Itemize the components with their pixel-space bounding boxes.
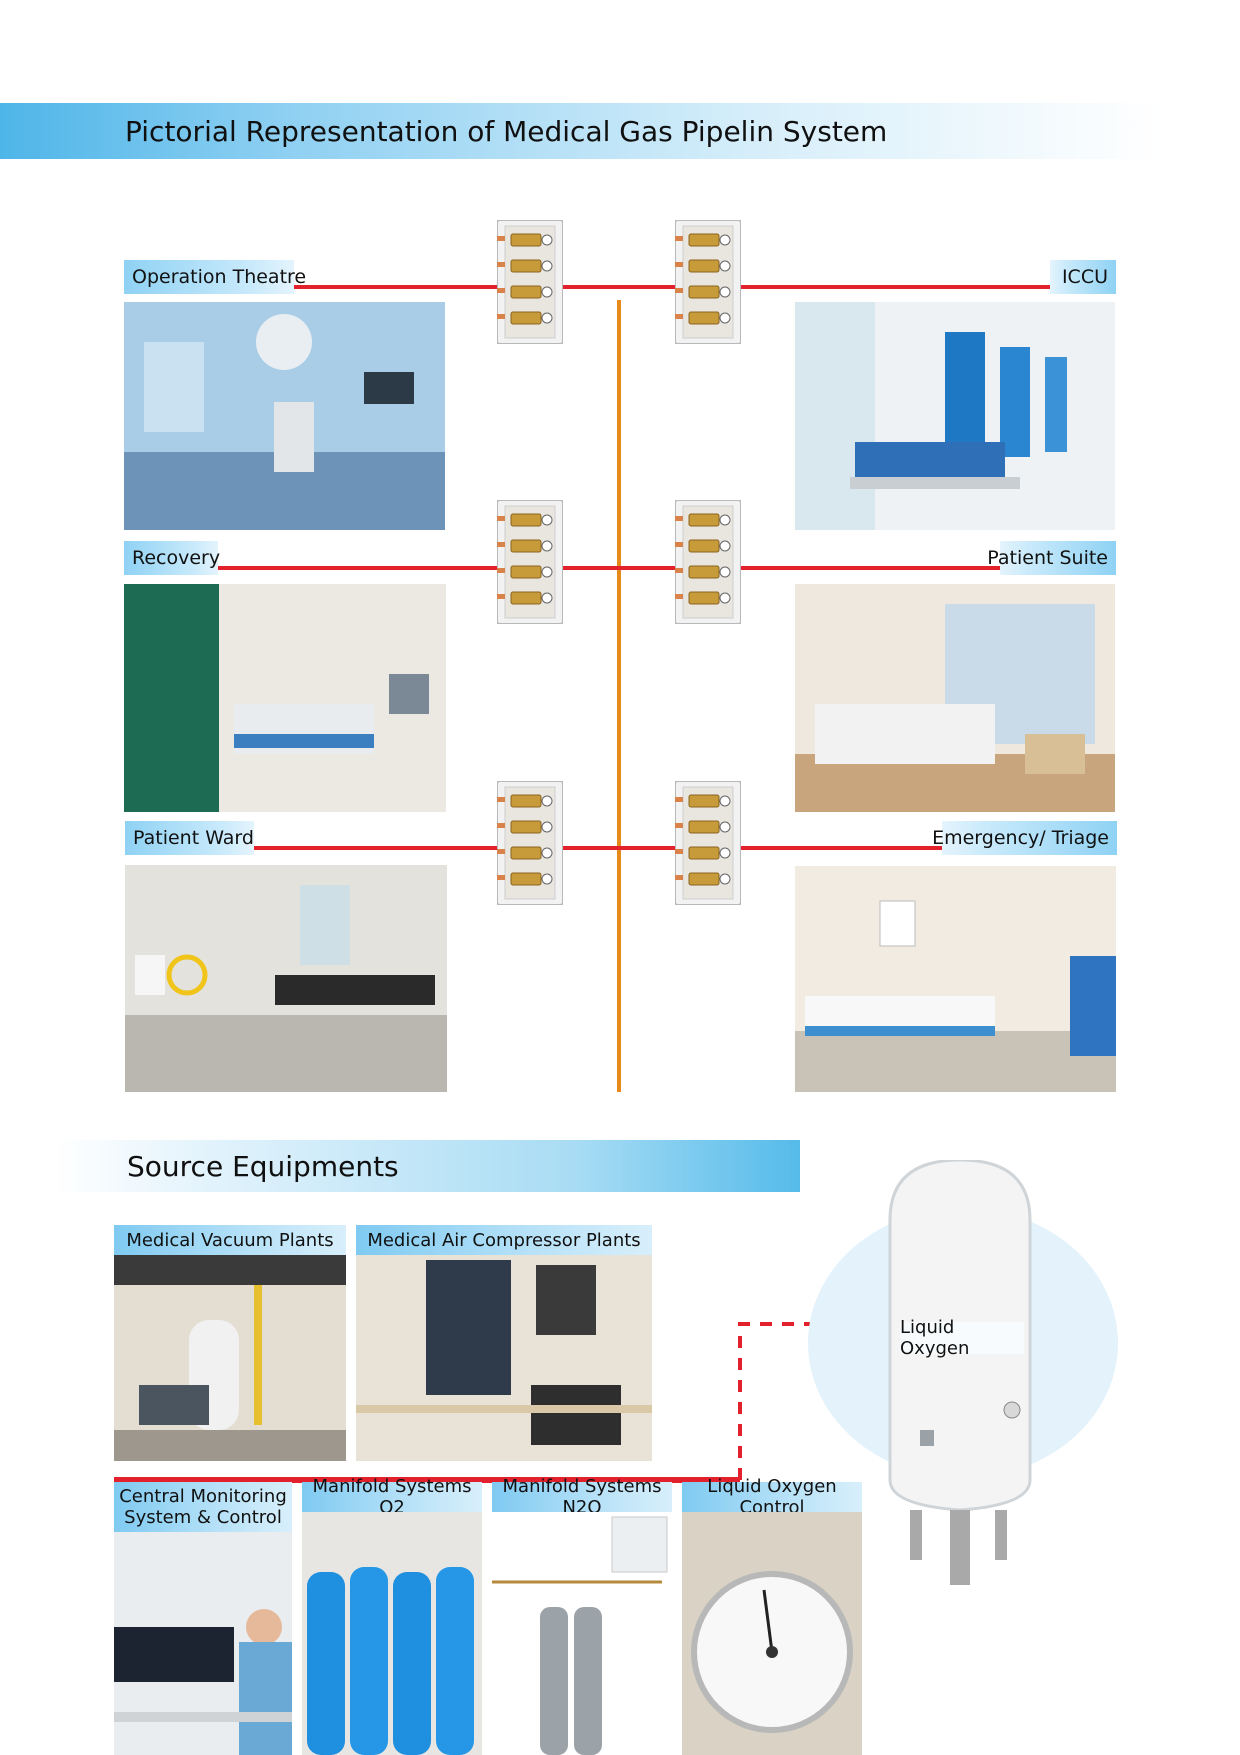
photo-vacuum-plants: [114, 1255, 346, 1461]
area-label-patient-ward: Patient Ward: [125, 821, 254, 855]
source-label-manifold-n2o: Manifold Systems N2O: [492, 1476, 672, 1518]
source-label-liquid-oxygen-control: Liquid Oxygen Control: [682, 1476, 862, 1518]
photo-patient-suite: [795, 584, 1115, 812]
photo-patient-ward: [125, 865, 447, 1092]
valve-panel-2: [675, 220, 741, 344]
photo-air-compressor-plants: [356, 1255, 652, 1461]
area-label-emergency-triage: Emergency/ Triage: [932, 821, 1117, 855]
section-banner-source: Source Equipments: [55, 1140, 800, 1192]
source-label-liquid-oxygen: Liquid Oxygen: [900, 1317, 1024, 1359]
section-banner-pipeline: Pictorial Representation of Medical Gas …: [0, 103, 1160, 159]
area-label-patient-suite: Patient Suite: [987, 541, 1116, 575]
area-label-iccu: ICCU: [1050, 260, 1116, 294]
source-title: Source Equipments: [127, 1149, 399, 1183]
photo-recovery: [124, 584, 446, 812]
source-label-central-monitoring: Central Monitoring System & Control: [114, 1482, 292, 1532]
photo-manifold-n2o: [492, 1512, 672, 1755]
page-title: Pictorial Representation of Medical Gas …: [125, 114, 888, 148]
photo-manifold-o2: [302, 1512, 482, 1755]
source-label-vacuum-plants: Medical Vacuum Plants: [114, 1225, 346, 1255]
photo-emergency-triage: [795, 866, 1116, 1092]
photo-operation-theatre: [124, 302, 445, 530]
valve-panel-6: [675, 781, 741, 905]
photo-central-monitoring: [114, 1532, 292, 1755]
valve-panel-5: [497, 781, 563, 905]
source-label-manifold-o2: Manifold Systems O2: [302, 1476, 482, 1518]
valve-panel-3: [497, 500, 563, 624]
photo-liquid-oxygen-control: [682, 1512, 862, 1755]
valve-panel-4: [675, 500, 741, 624]
area-label-operation-theatre: Operation Theatre: [124, 260, 306, 294]
photo-iccu: [795, 302, 1115, 530]
area-label-recovery: Recovery: [124, 541, 220, 575]
liquid-oxygen-tank-image: [888, 1160, 1032, 1585]
valve-panel-1: [497, 220, 563, 344]
source-label-air-compressor-plants: Medical Air Compressor Plants: [356, 1225, 652, 1255]
